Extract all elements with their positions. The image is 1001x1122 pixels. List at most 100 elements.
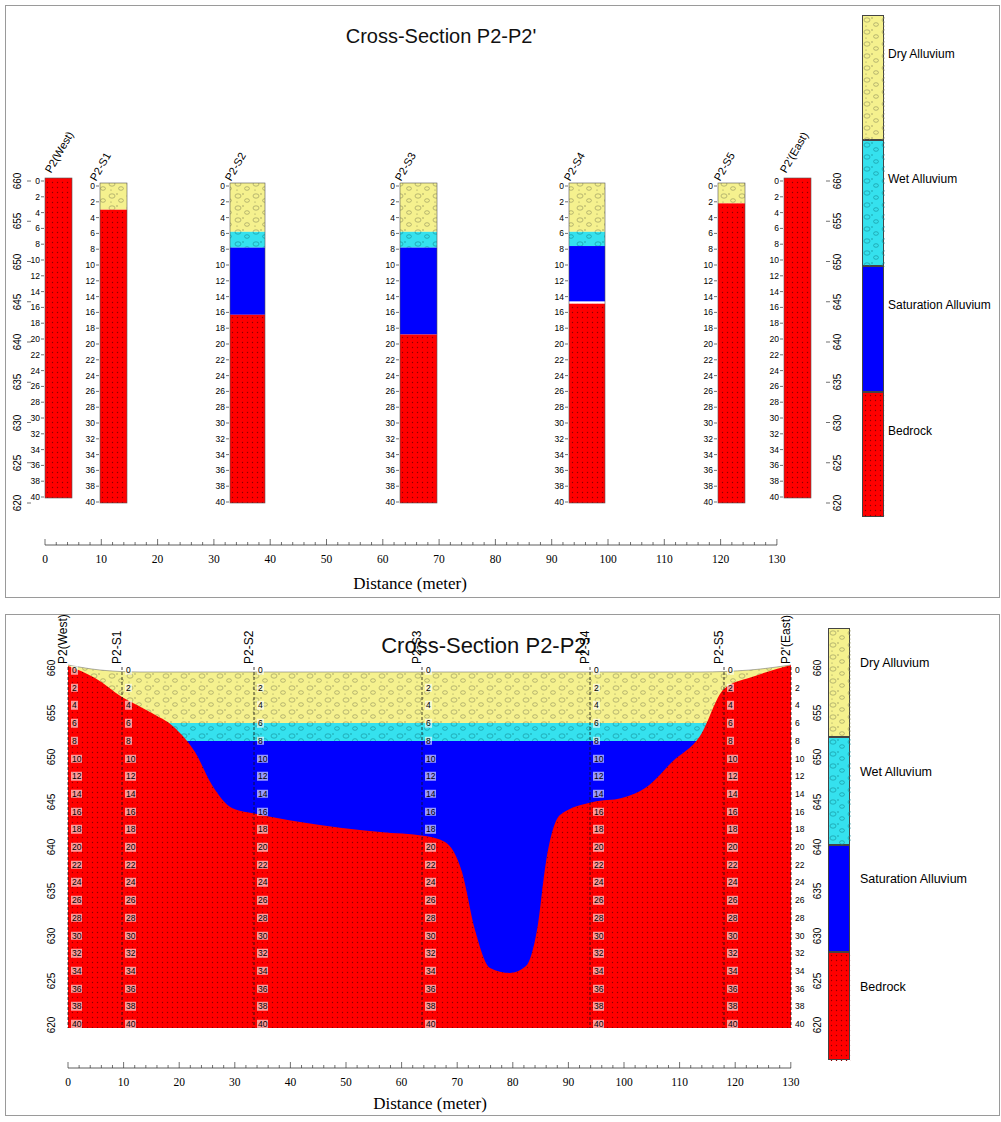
depth-tick: 22 (86, 356, 95, 365)
column-outline (100, 183, 127, 503)
tick-mark (96, 375, 99, 376)
tick-mark (41, 370, 44, 371)
depth-tick: 36 (794, 984, 805, 993)
elevation-tick: 640 (13, 334, 23, 351)
depth-tick: 6 (593, 719, 600, 728)
tick-mark (780, 497, 783, 498)
distance-tick: 50 (340, 1077, 352, 1089)
depth-tick: 38 (386, 482, 395, 491)
tick-mark (396, 375, 399, 376)
tick-mark (565, 344, 568, 345)
depth-tick: 18 (727, 825, 738, 834)
tick-mark (714, 280, 717, 281)
tick-mark (826, 342, 830, 343)
rock-texture (718, 203, 745, 503)
depth-tick: 10 (31, 256, 40, 265)
depth-tick: 32 (794, 949, 805, 958)
tick-mark (780, 244, 783, 245)
borehole-label: P2-S1 (111, 631, 123, 664)
legend-text: Dry Alluvium (888, 48, 955, 62)
tick-mark (396, 502, 399, 503)
depth-tick: 32 (555, 435, 564, 444)
depth-tick: 24 (216, 371, 225, 380)
depth-tick: 28 (770, 398, 779, 407)
dry-layer (569, 183, 605, 232)
depth-tick: 38 (727, 1002, 738, 1011)
tick-mark (41, 275, 44, 276)
dry-texture (230, 183, 265, 232)
tick-mark (512, 1062, 513, 1068)
depth-tick: 8 (71, 737, 78, 746)
depth-tick: 32 (71, 949, 82, 958)
depth-tick: 22 (593, 860, 604, 869)
depth-tick: 2 (35, 193, 40, 202)
tick-mark (826, 261, 830, 262)
depth-tick: 0 (708, 182, 713, 191)
rock-layer (784, 178, 811, 498)
depth-tick: 22 (770, 351, 779, 360)
depth-tick: 38 (704, 482, 713, 491)
tick-mark (565, 265, 568, 266)
depth-tick: 2 (257, 683, 264, 692)
tick-mark (701, 1065, 702, 1068)
tick-mark (712, 1065, 713, 1068)
tick-mark (535, 1065, 536, 1068)
borehole-label: P2-S3 (393, 151, 418, 183)
depth-tick: 34 (425, 967, 436, 976)
depth-tick: 28 (86, 403, 95, 412)
dry-layer (400, 183, 437, 232)
tick-mark (714, 407, 717, 408)
depth-tick: 34 (593, 967, 604, 976)
distance-tick: 50 (321, 554, 333, 566)
depth-tick: 24 (770, 366, 779, 375)
tick-mark (226, 296, 229, 297)
tick-mark (565, 423, 568, 424)
borehole-label: P2(West) (57, 614, 69, 664)
sat-layer (230, 248, 265, 315)
tick-mark (780, 402, 783, 403)
depth-tick: 28 (386, 403, 395, 412)
tick-mark (565, 296, 568, 297)
borehole-label: P2(West) (43, 130, 75, 175)
depth-tick: 2 (559, 198, 564, 207)
tick-mark (226, 186, 229, 187)
depth-tick: 40 (216, 498, 225, 507)
tick-mark (96, 249, 99, 250)
depth-tick: 26 (125, 896, 136, 905)
tick-mark (714, 375, 717, 376)
tick-mark (41, 386, 44, 387)
depth-tick: 32 (704, 435, 713, 444)
tick-mark (41, 196, 44, 197)
tick-mark (396, 312, 399, 313)
depth-tick: 38 (425, 1002, 436, 1011)
tick-mark (245, 1065, 246, 1068)
depth-tick: 40 (86, 498, 95, 507)
tick-mark (743, 542, 744, 545)
tick-mark (349, 542, 350, 545)
tick-mark (168, 1065, 169, 1068)
tick-mark (635, 1065, 636, 1068)
tick-mark (290, 1062, 291, 1068)
wet-texture (400, 232, 437, 248)
tick-mark (396, 391, 399, 392)
tick-mark (96, 217, 99, 218)
tick-mark (523, 1065, 524, 1068)
dry-layer (230, 183, 265, 232)
tick-mark (664, 539, 665, 545)
tick-mark (396, 186, 399, 187)
tick-mark (41, 433, 44, 434)
tick-mark (396, 454, 399, 455)
depth-tick: 4 (35, 208, 40, 217)
depth-tick: 26 (86, 387, 95, 396)
depth-tick: 24 (425, 878, 436, 887)
depth-tick: 16 (770, 303, 779, 312)
depth-tick: 12 (770, 272, 779, 281)
depth-tick: 14 (125, 790, 136, 799)
tick-mark (780, 386, 783, 387)
tick-mark (714, 423, 717, 424)
tick-mark (490, 1065, 491, 1068)
depth-tick: 40 (257, 1020, 268, 1029)
tick-mark (731, 542, 732, 545)
tick-mark (579, 1065, 580, 1068)
tick-mark (630, 542, 631, 545)
